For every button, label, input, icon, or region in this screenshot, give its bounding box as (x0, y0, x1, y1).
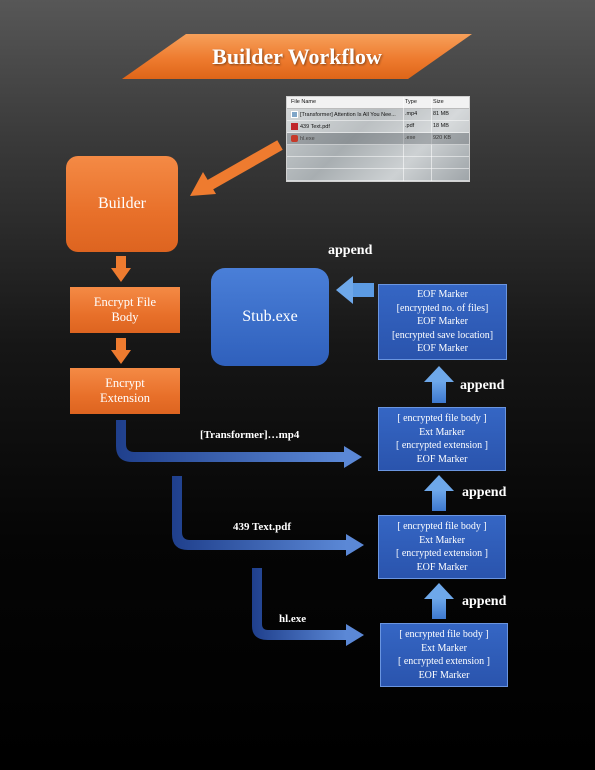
append-arrow-3 (424, 583, 454, 619)
file-to-builder-arrow (190, 140, 283, 196)
file-box-line: Ext Marker (421, 642, 467, 654)
file-row[interactable]: hl.exe .exe 920 KB (287, 133, 469, 145)
encrypt-extension-label: Encrypt Extension (100, 376, 150, 405)
page-title: Builder Workflow (212, 43, 382, 69)
flow-arrow-exe (252, 568, 364, 646)
file-box-line: [ encrypted file body ] (397, 521, 487, 532)
file-name: hl.exe (300, 135, 315, 142)
eof-line: EOF Marker (417, 343, 468, 355)
eof-line: EOF Marker (417, 316, 468, 328)
encrypt-body-to-extension-arrow (111, 338, 131, 364)
file-box-line: [ encrypted file body ] (397, 413, 487, 424)
file-list-panel: File Name Type Size [Transformer] Attent… (286, 96, 470, 182)
empty-row (287, 169, 469, 181)
flow-label-mp4: [Transformer]…mp4 (200, 429, 300, 441)
builder-node: Builder (66, 156, 178, 252)
header-file-name: File Name (291, 99, 317, 105)
eof-line: [encrypted save location] (391, 329, 494, 341)
stub-node: Stub.exe (211, 268, 329, 366)
append-label-top: append (328, 243, 373, 258)
file-box-line: EOF Marker (418, 669, 470, 681)
append-to-stub-arrow (336, 276, 374, 304)
file-box-line: EOF Marker (416, 561, 468, 573)
encrypt-file-body-label: Encrypt File Body (93, 295, 157, 324)
file-box-line: [ encrypted extension ] (396, 440, 488, 451)
file-size: 920 KB (433, 135, 452, 141)
file-row[interactable]: [Transformer] Attention Is All You Nee..… (287, 109, 469, 121)
empty-row (287, 157, 469, 169)
stub-label: Stub.exe (242, 308, 298, 325)
builder-label: Builder (98, 195, 146, 212)
file-size: 81 MB (433, 111, 449, 117)
encrypt-extension-node: Encrypt Extension (70, 368, 180, 414)
flow-arrow-pdf (172, 476, 364, 556)
file-box-line: Ext Marker (419, 534, 465, 546)
file-box-line: [ encrypted file body ] (399, 629, 489, 640)
file-box-line: Ext Marker (419, 426, 465, 438)
file-name: 439 Text.pdf (300, 123, 330, 130)
file-box-line: [ encrypted extension ] (398, 656, 490, 667)
eof-line: [encrypted no. of files] (396, 302, 489, 314)
file-type: .pdf (405, 123, 415, 129)
encrypted-file-box-2: [ encrypted file body ] Ext Marker [ enc… (378, 515, 506, 579)
append-label-3: append (462, 594, 507, 609)
file-row[interactable]: 439 Text.pdf .pdf 18 MB (287, 121, 469, 133)
encrypted-file-box-1: [ encrypted file body ] Ext Marker [ enc… (378, 407, 506, 471)
title-banner: Builder Workflow (122, 34, 472, 79)
file-type: .mp4 (405, 111, 418, 117)
exe-file-icon (291, 135, 298, 142)
append-label-2: append (462, 485, 507, 500)
file-list-header: File Name Type Size (287, 97, 469, 109)
flow-label-pdf: 439 Text.pdf (233, 521, 292, 533)
builder-to-encrypt-body-arrow (111, 256, 131, 282)
eof-marker-box: EOF Marker [encrypted no. of files] EOF … (378, 284, 507, 360)
header-type: Type (405, 99, 417, 105)
append-arrow-1 (424, 366, 454, 403)
file-name: [Transformer] Attention Is All You Nee..… (300, 111, 396, 118)
append-arrow-2 (424, 475, 454, 511)
flow-label-exe: hl.exe (279, 613, 307, 625)
flow-arrow-mp4 (116, 420, 362, 468)
encrypted-file-box-3: [ encrypted file body ] Ext Marker [ enc… (380, 623, 508, 687)
pdf-file-icon (291, 123, 298, 130)
file-box-line: [ encrypted extension ] (396, 548, 488, 559)
file-size: 18 MB (433, 123, 449, 129)
video-file-icon (291, 111, 298, 118)
header-size: Size (433, 99, 444, 105)
file-box-line: EOF Marker (416, 453, 468, 465)
append-label-1: append (460, 378, 505, 393)
file-type: .exe (405, 135, 416, 141)
encrypt-file-body-node: Encrypt File Body (70, 287, 180, 333)
empty-row (287, 145, 469, 157)
eof-line: EOF Marker (417, 289, 468, 301)
